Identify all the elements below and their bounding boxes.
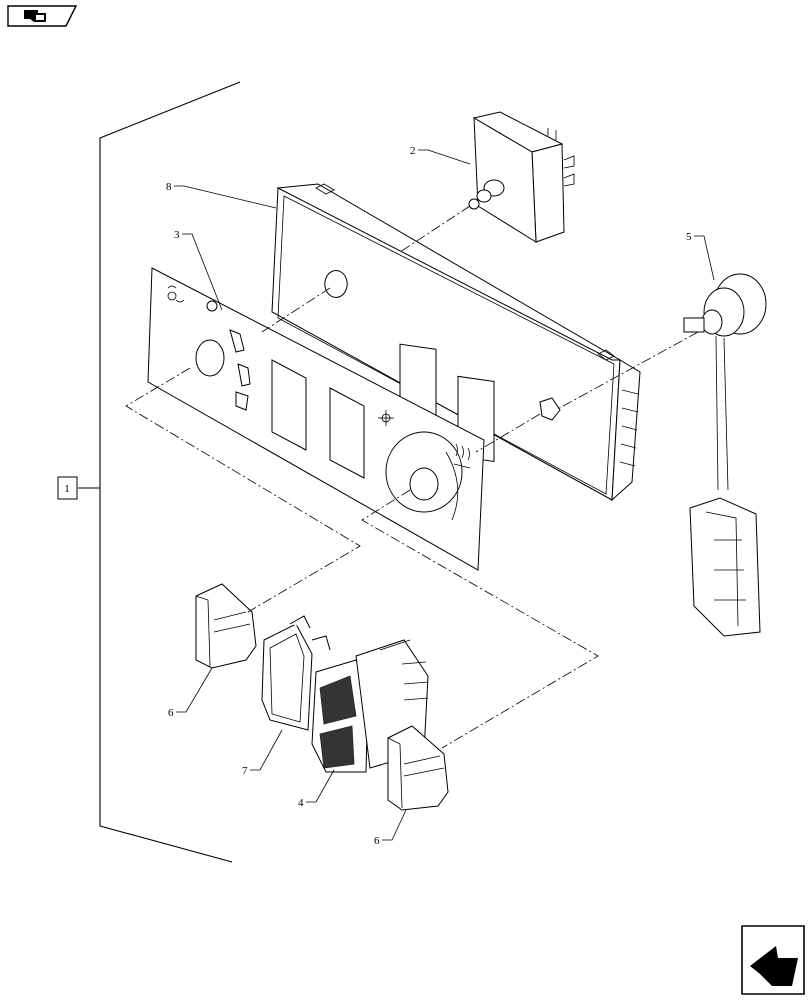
part-6-knob-upper: [195, 583, 257, 669]
callout-5: 5: [686, 231, 692, 243]
part-6-knob-lower: [387, 725, 449, 811]
assembly-label: 1: [64, 483, 70, 495]
part-5-potentiometer: [683, 273, 767, 637]
next-page-icon[interactable]: [741, 925, 805, 995]
callout-8: 8: [166, 181, 172, 193]
part-7-bezel: [261, 615, 331, 731]
prev-page-icon[interactable]: [7, 5, 78, 27]
assembly-label-box: [57, 476, 78, 500]
part-8-panel-housing: [271, 183, 641, 502]
callout-2: 2: [410, 145, 416, 157]
leader-lines: [174, 149, 715, 841]
callout-4: 4: [298, 797, 304, 809]
assembly-dashed-lines: [125, 205, 699, 749]
callout-6-lower: 6: [374, 835, 380, 847]
assembly-bracket: 1: [57, 81, 241, 863]
callouts: 2 8 3 5 6 7 4 6: [166, 145, 692, 847]
callout-6-upper: 6: [168, 707, 174, 719]
part-2-rotary-switch: [468, 111, 575, 243]
callout-7: 7: [242, 765, 248, 777]
part-3-front-decal: [147, 267, 485, 571]
callout-3: 3: [174, 229, 180, 241]
